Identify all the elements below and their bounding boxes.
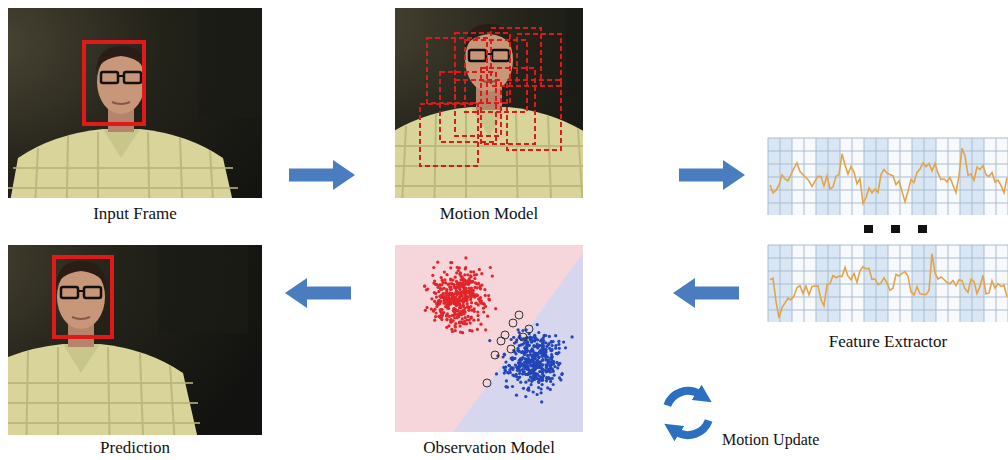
image-panel: Prediction xyxy=(8,245,262,458)
label-holder: Motion Update xyxy=(722,430,819,450)
image-panel: Feature Extractor xyxy=(768,138,1008,352)
panel-caption: Observation Model xyxy=(423,438,555,458)
panel-caption: Motion Model xyxy=(440,204,539,224)
panel-caption: Feature Extractor xyxy=(829,332,947,352)
icon-label: Motion Update xyxy=(722,431,819,448)
image-panel: Observation Model xyxy=(395,245,583,458)
panel-caption: Prediction xyxy=(100,438,170,458)
image-panel: Motion Model xyxy=(395,8,583,224)
panel-caption: Input Frame xyxy=(93,204,177,224)
flow-arrow xyxy=(673,278,739,308)
flow-arrow xyxy=(285,278,351,308)
image-panel: Input Frame xyxy=(8,8,262,224)
flow-arrow xyxy=(289,160,355,190)
flow-arrow xyxy=(679,160,745,190)
